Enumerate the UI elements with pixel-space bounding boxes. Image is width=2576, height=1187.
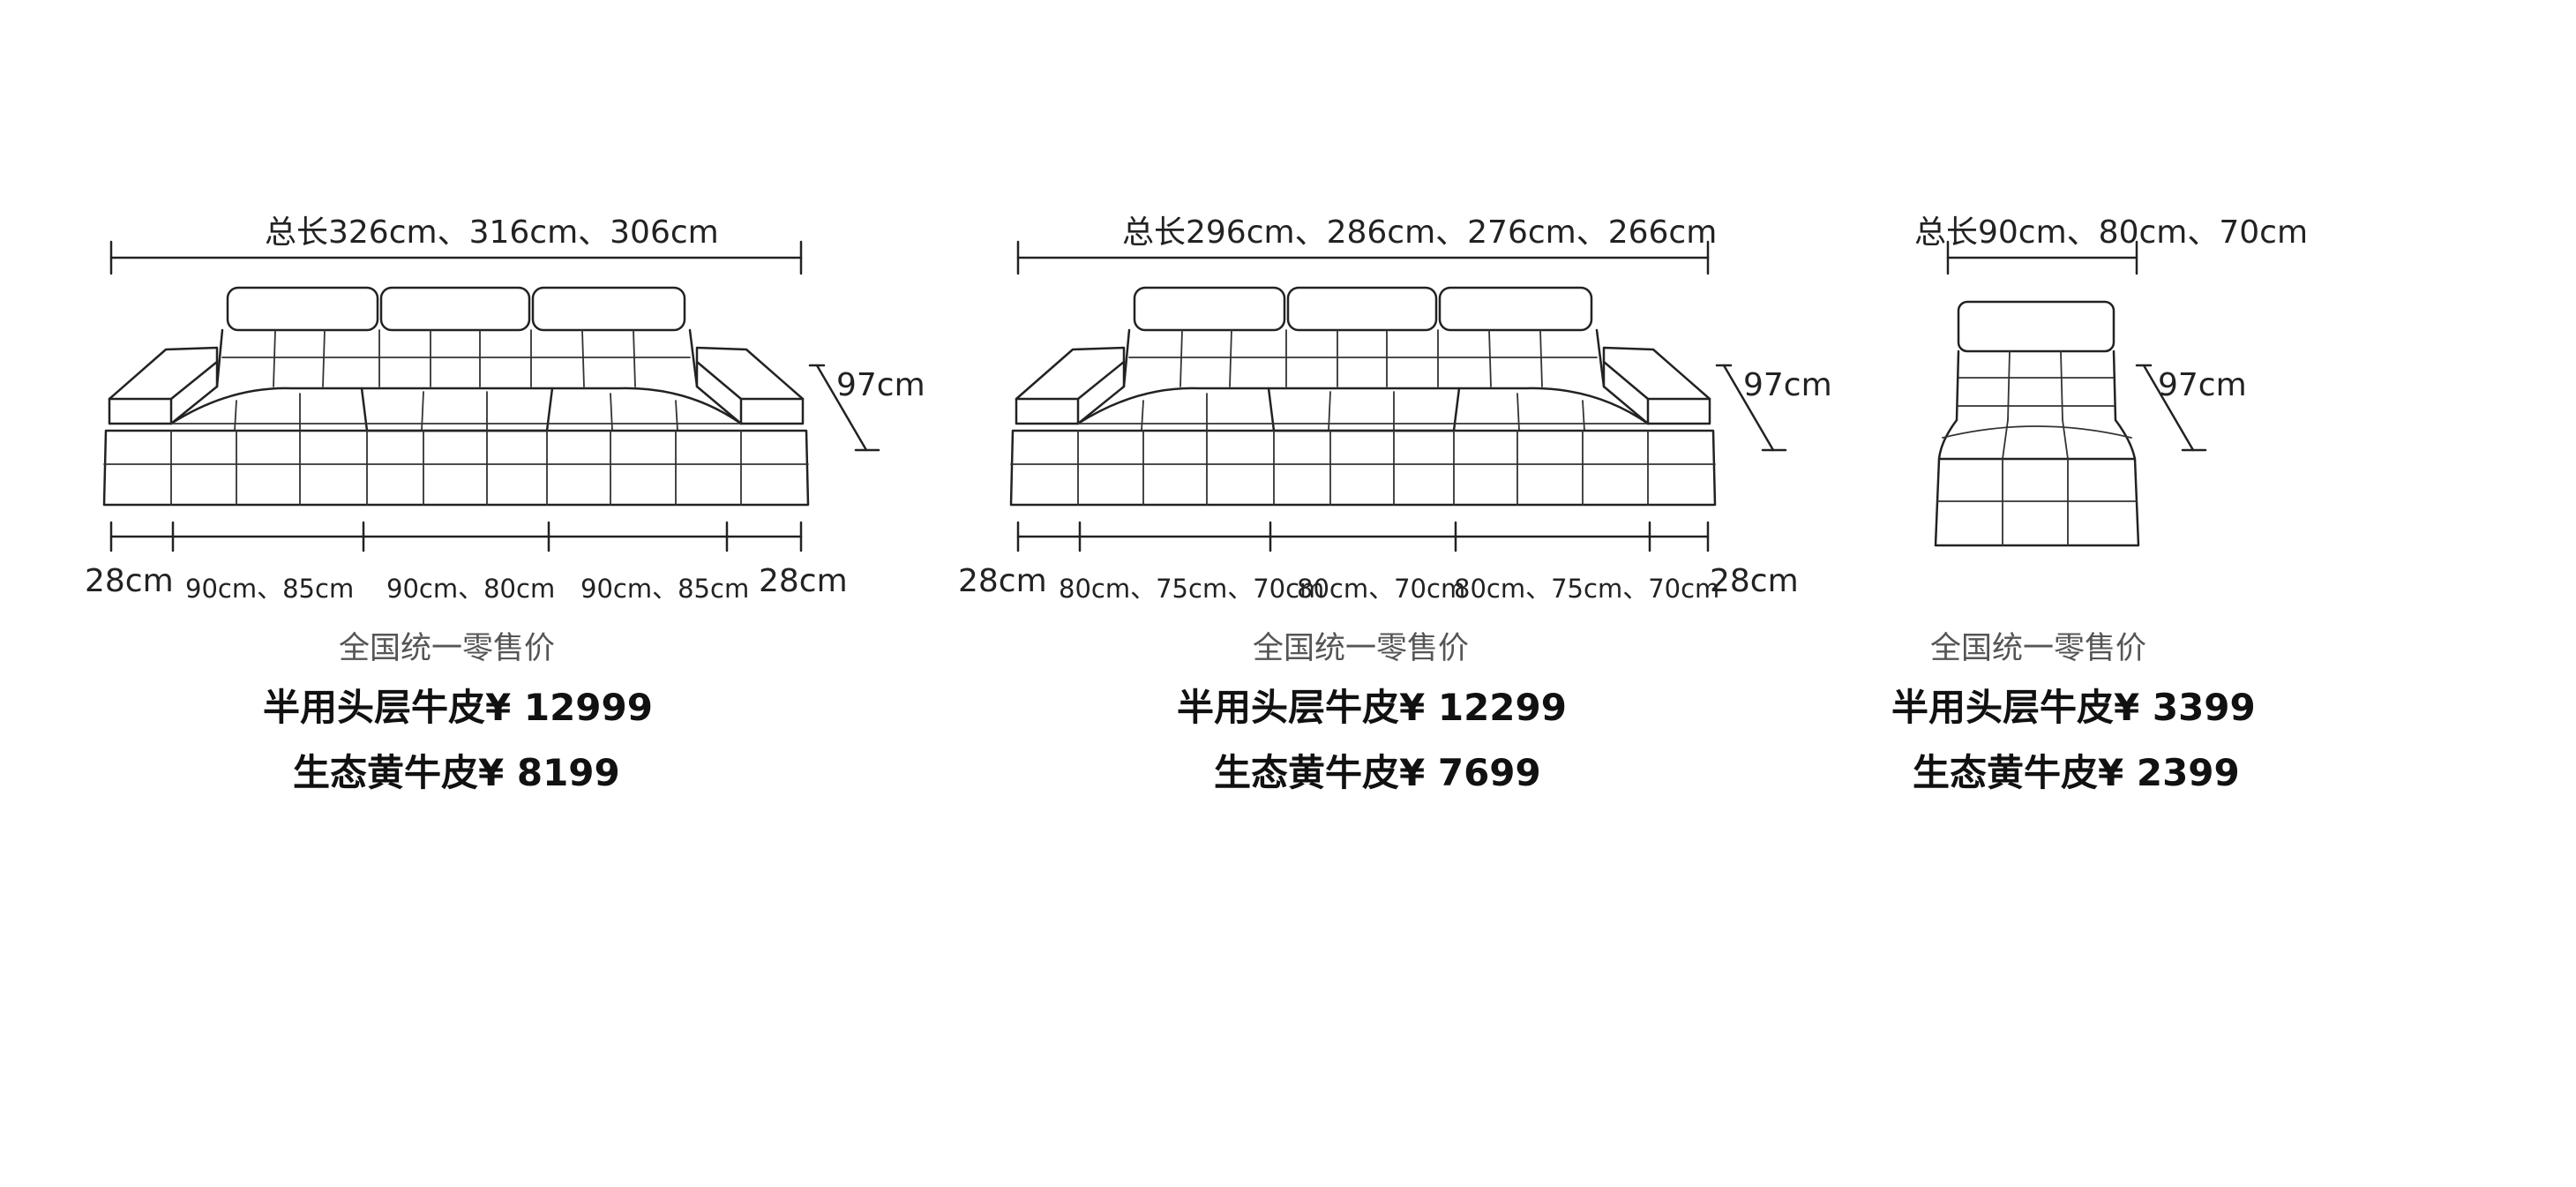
- height-label: 97cm: [2158, 367, 2247, 403]
- total-length-dimension-line: [1946, 240, 2138, 275]
- left-armrest-width-label: 28cm: [958, 563, 1047, 599]
- chaise-seat: [1937, 418, 2137, 461]
- seat-width-label-3: 80cm、75cm、70cm: [1454, 574, 1720, 604]
- chaise-base: [1934, 457, 2140, 547]
- sofa-base: [1009, 429, 1717, 507]
- total-length-label: 总长296cm、286cm、276cm、266cm: [1122, 214, 1718, 251]
- height-label: 97cm: [1743, 367, 1832, 403]
- back-cushions: [215, 286, 699, 388]
- price-eco-leather: 生态黄牛皮¥ 7699: [1214, 751, 1541, 794]
- total-length-label: 总长90cm、80cm、70cm: [1914, 214, 2309, 251]
- sofa-base: [102, 429, 810, 507]
- right-armrest: [1602, 346, 1711, 425]
- price-top-grain-leather: 半用头层牛皮¥ 12999: [263, 686, 653, 729]
- left-armrest-width-label: 28cm: [85, 563, 174, 599]
- price-eco-leather: 生态黄牛皮¥ 8199: [293, 751, 620, 794]
- right-armrest: [695, 346, 805, 425]
- total-length-dimension-line: [1016, 240, 1710, 275]
- back-cushions: [1122, 286, 1606, 388]
- product-sofa-medium: 总长296cm、286cm、276cm、266cm 97cm 28cm 80cm…: [907, 0, 1877, 1187]
- sofa-medium-drawing: [1009, 240, 1787, 552]
- total-length-dimension-line: [109, 240, 803, 275]
- seat-width-label-2: 80cm、70cm: [1297, 574, 1466, 604]
- price-top-grain-leather: 半用头层牛皮¥ 3399: [1891, 686, 2256, 729]
- seat-cushions: [1076, 387, 1650, 432]
- left-armrest: [1015, 346, 1126, 425]
- seat-width-label-1: 80cm、75cm、70cm: [1059, 574, 1325, 604]
- retail-price-label: 全国统一零售价: [1930, 631, 2147, 666]
- height-dimension-line: [808, 364, 880, 452]
- height-label: 97cm: [836, 367, 925, 403]
- height-dimension-line: [1715, 364, 1787, 452]
- chaise-back: [1955, 300, 2117, 422]
- height-dimension-line: [2135, 364, 2207, 452]
- seat-cushions: [169, 387, 743, 432]
- left-armrest: [108, 346, 219, 425]
- total-length-label: 总长326cm、316cm、306cm: [265, 214, 719, 251]
- sofa-large-drawing: [102, 240, 880, 552]
- price-top-grain-leather: 半用头层牛皮¥ 12299: [1177, 686, 1567, 729]
- product-sofa-large: 总长326cm、316cm、306cm 97cm 28cm 90cm、85cm …: [0, 0, 925, 1187]
- seat-width-label-3: 90cm、85cm: [580, 574, 750, 604]
- width-dimension-line: [1016, 521, 1710, 552]
- width-dimension-line: [109, 521, 803, 552]
- right-armrest-width-label: 28cm: [759, 563, 848, 599]
- retail-price-label: 全国统一零售价: [1253, 631, 1470, 666]
- seat-width-label-2: 90cm、80cm: [386, 574, 556, 604]
- product-chaise-module: 总长90cm、80cm、70cm 97cm 全国统一零售价 半用头层牛皮¥ 33…: [1879, 0, 2408, 1187]
- right-armrest-width-label: 28cm: [1710, 563, 1799, 599]
- chaise-module-drawing: [1934, 240, 2207, 547]
- retail-price-label: 全国统一零售价: [339, 631, 556, 666]
- seat-width-label-1: 90cm、85cm: [185, 574, 355, 604]
- price-eco-leather: 生态黄牛皮¥ 2399: [1913, 751, 2240, 794]
